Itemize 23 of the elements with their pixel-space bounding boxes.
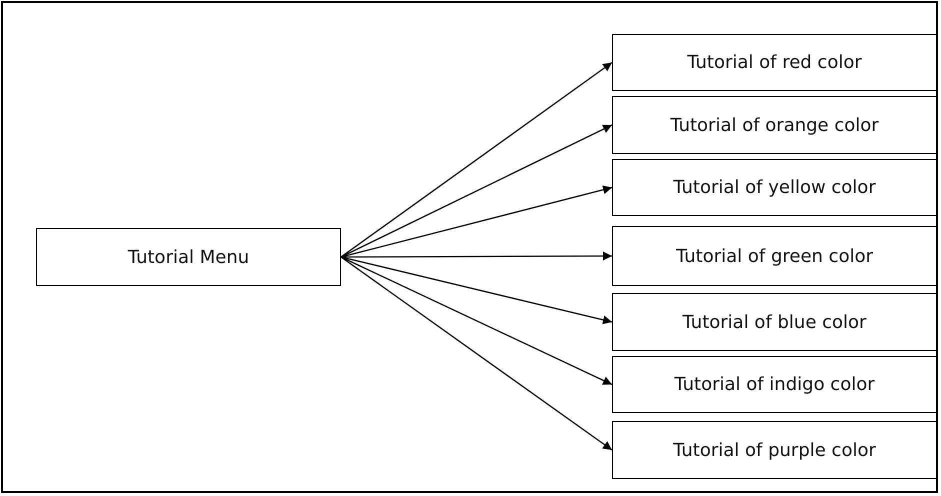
process-box — [612, 356, 937, 413]
box-label: Tutorial of orange color — [670, 114, 879, 136]
arrow — [340, 62, 612, 258]
box-label: Tutorial of purple color — [673, 440, 876, 460]
arrow — [340, 256, 612, 324]
box-label: Tutorial of green color — [676, 246, 873, 266]
process-box — [612, 96, 937, 154]
arrow — [340, 256, 612, 451]
process-box — [612, 421, 937, 479]
box-label: Tutorial of indigo color — [674, 374, 875, 395]
process-box — [612, 34, 937, 91]
arrow — [340, 185, 612, 258]
arrow — [340, 124, 612, 258]
arrow — [341, 252, 612, 261]
box-label: Tutorial of blue color — [682, 312, 866, 332]
process-box — [36, 228, 341, 286]
box-label: Tutorial Menu — [128, 246, 250, 268]
process-box — [612, 159, 937, 216]
box-label: Tutorial of red color — [687, 52, 862, 73]
process-box — [612, 293, 937, 351]
arrow — [340, 256, 612, 386]
process-box — [612, 226, 937, 286]
box-label: Tutorial of yellow color — [673, 177, 876, 198]
